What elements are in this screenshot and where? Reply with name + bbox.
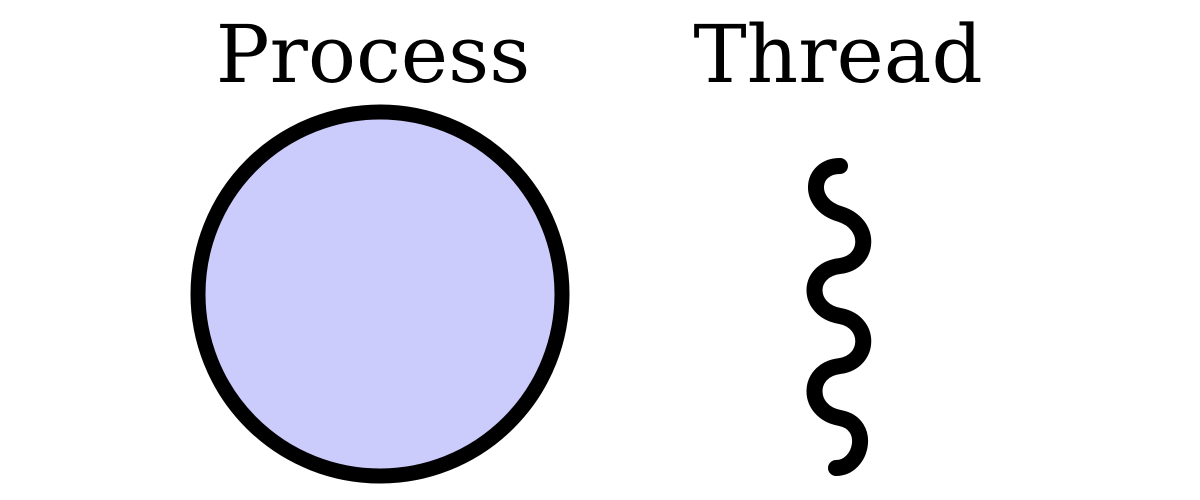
process-label: Process	[216, 8, 531, 101]
process-circle	[190, 104, 570, 484]
thread-squiggle-icon	[806, 158, 872, 476]
thread-label: Thread	[693, 8, 982, 101]
